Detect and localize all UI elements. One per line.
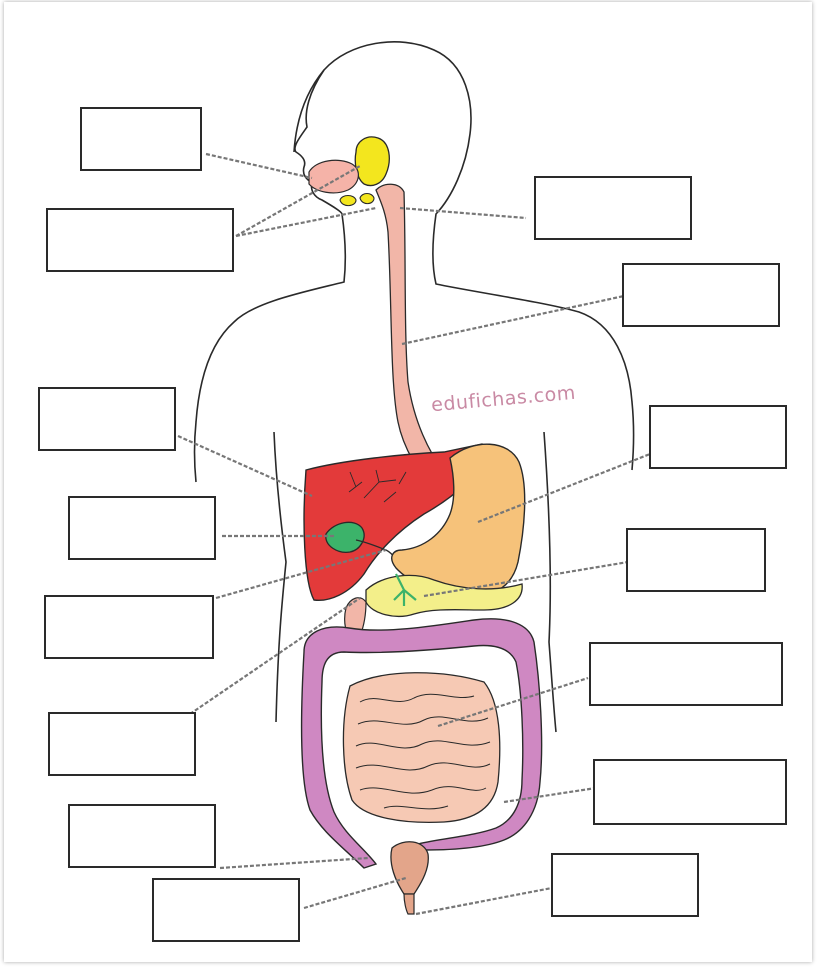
- label-box-rectum[interactable]: [152, 878, 300, 942]
- label-box-large-intestine[interactable]: [593, 759, 787, 825]
- leader-line-duodenum: [190, 598, 360, 714]
- leader-line-mouth: [206, 154, 312, 178]
- label-box-liver[interactable]: [38, 387, 176, 451]
- label-box-small-intestine[interactable]: [589, 642, 783, 706]
- label-box-anus[interactable]: [551, 853, 699, 917]
- leader-line-anus: [416, 888, 552, 914]
- label-box-bile-duct[interactable]: [44, 595, 214, 659]
- label-box-pharynx[interactable]: [534, 176, 692, 240]
- anus: [404, 894, 414, 914]
- label-box-pancreas[interactable]: [626, 528, 766, 592]
- worksheet-sheet: edufichas.com: [4, 2, 812, 962]
- leader-line-appendix: [220, 858, 368, 868]
- leader-line-teeth-b: [236, 208, 376, 236]
- sublingual-gland: [340, 194, 374, 206]
- label-box-stomach[interactable]: [649, 405, 787, 469]
- leader-line-rectum: [304, 878, 406, 908]
- label-box-mouth[interactable]: [80, 107, 202, 171]
- leader-line-large-intestine: [504, 788, 596, 802]
- label-box-esophagus[interactable]: [622, 263, 780, 327]
- label-box-appendix[interactable]: [68, 804, 216, 868]
- rectum: [391, 842, 428, 894]
- label-box-teeth-tongue[interactable]: [46, 208, 234, 272]
- leader-line-pharynx: [400, 208, 526, 218]
- salivary-gland: [355, 137, 389, 186]
- label-box-duodenum[interactable]: [48, 712, 196, 776]
- mouth-tongue: [309, 160, 358, 193]
- label-box-gallbladder[interactable]: [68, 496, 216, 560]
- leader-line-esophagus: [402, 296, 624, 344]
- leader-line-liver: [178, 436, 312, 496]
